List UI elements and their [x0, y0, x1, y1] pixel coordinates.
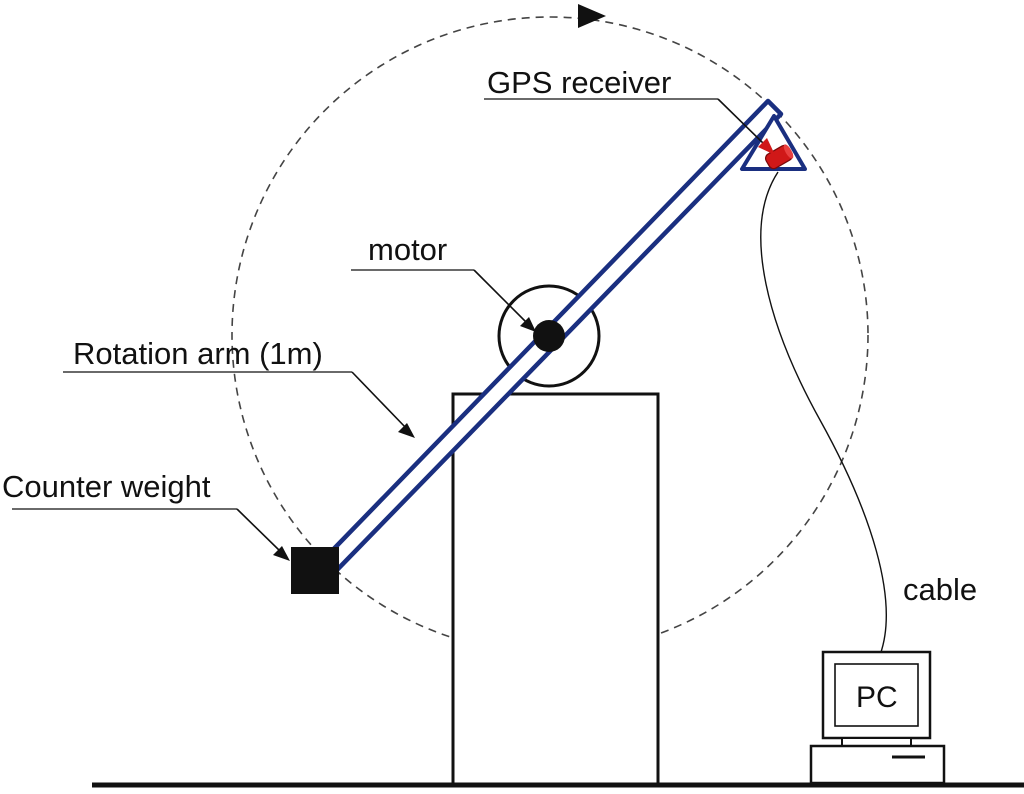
cable-label: cable	[903, 572, 977, 607]
motor-hub	[533, 320, 565, 352]
pc-base-unit	[809, 744, 946, 785]
pedestal-stand	[451, 392, 660, 786]
counterweight-leader-line	[236, 508, 282, 553]
counter-weight-block	[291, 547, 339, 594]
rotation-path-circle	[231, 16, 869, 654]
counter-weight-label: Counter weight	[2, 469, 211, 504]
motor-leader-arrow	[520, 317, 536, 332]
gps-leader-line	[717, 98, 765, 145]
pc-screen	[834, 663, 919, 727]
pc-label: PC	[856, 681, 898, 714]
arm-leader-arrow	[398, 423, 415, 438]
pc-computer	[809, 650, 946, 785]
counterweight-leader-arrow	[273, 546, 290, 561]
cable-wire	[760, 171, 887, 656]
gps-receiver-label: GPS receiver	[487, 65, 671, 100]
gps-leader-arrow	[758, 138, 775, 155]
motor-leader-line	[473, 269, 530, 326]
rotation-direction-arrow	[578, 4, 606, 28]
arm-leader-line	[351, 371, 408, 430]
rotation-arm-label: Rotation arm (1m)	[73, 336, 323, 371]
motor-label: motor	[368, 232, 447, 267]
gps-receiver-device	[764, 144, 794, 170]
